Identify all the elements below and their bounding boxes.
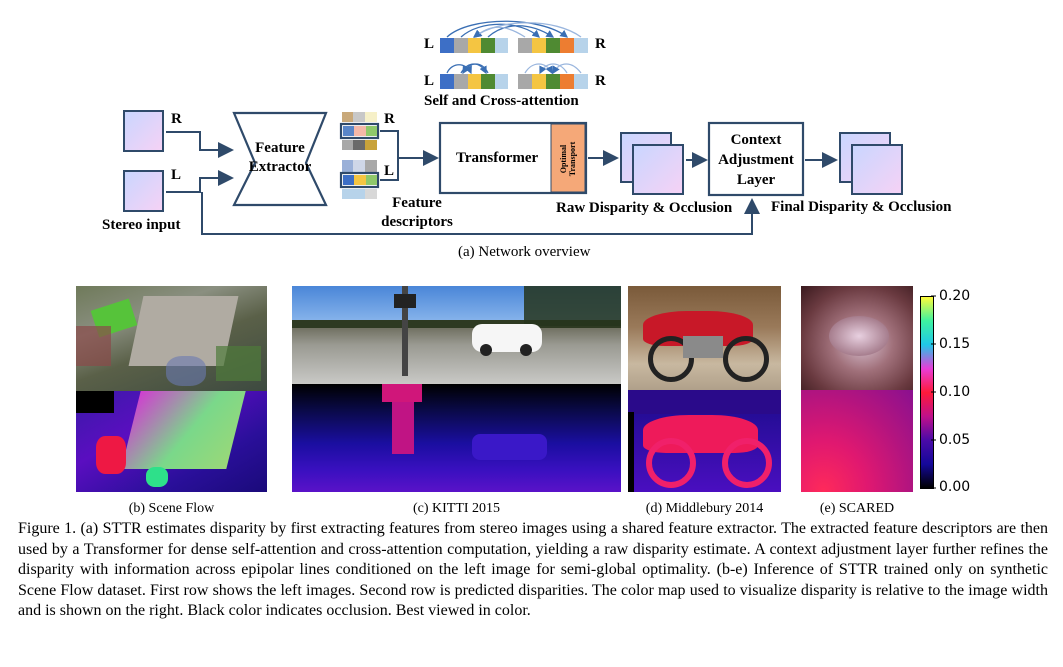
colorbar-tick-label: 0.00 [939, 479, 971, 495]
optimal-transport-label: Optimal Transport [559, 141, 577, 177]
scared-left-image [801, 286, 913, 390]
descriptor-R [339, 112, 380, 150]
stereo-input-label: Stereo input [102, 217, 181, 233]
context-layer-block [707, 121, 805, 197]
colorbar-tick-label: 0.05 [939, 432, 971, 448]
middlebury-disparity [628, 390, 781, 492]
network-overview: L R L R Self and Cross-attention R L Ste… [0, 0, 1063, 270]
panel-caption-b: (b) Scene Flow [128, 501, 215, 516]
attention-title: Self and Cross-attention [424, 93, 579, 109]
panel-caption-c: (c) KITTI 2015 [412, 501, 501, 516]
row1-right-letter: R [595, 36, 606, 52]
sceneflow-left-image [76, 286, 267, 391]
overview-caption: (a) Network overview [458, 244, 591, 260]
transformer-label: Transformer [456, 150, 539, 166]
final-output-label: Final Disparity & Occlusion [771, 199, 952, 215]
feature-extractor-shape [232, 111, 328, 207]
descriptor-L [339, 160, 380, 199]
attention-row-1 [440, 20, 588, 53]
row1-left-letter: L [424, 36, 435, 52]
figure-caption: Figure 1. (a) STTR estimates disparity b… [18, 520, 1048, 619]
row2-left-letter: L [424, 73, 435, 89]
colorbar-ticks [931, 295, 936, 489]
network-diagram [123, 20, 903, 235]
colorbar-tick-label: 0.10 [939, 384, 971, 400]
kitti-left-image [292, 286, 621, 384]
sceneflow-disparity [76, 391, 267, 492]
attention-row-2 [440, 63, 588, 89]
input-L-label: L [171, 167, 182, 183]
descriptor-R-label: R [384, 111, 395, 127]
colorbar-tick-label: 0.20 [939, 288, 971, 304]
scared-disparity [801, 390, 913, 492]
input-R-label: R [171, 111, 182, 127]
row2-right-letter: R [595, 73, 606, 89]
colorbar-tick-label: 0.15 [939, 336, 971, 352]
feature-descriptors-label: Feature descriptors [381, 195, 453, 230]
panel-caption-e: (e) SCARED [819, 501, 895, 516]
raw-output-label: Raw Disparity & Occlusion [556, 200, 733, 216]
panel-caption-d: (d) Middlebury 2014 [645, 501, 764, 516]
input-image-R [123, 110, 164, 152]
feature-extractor-label: Feature Extractor [248, 140, 312, 175]
context-layer-label: Context Adjustment Layer [718, 132, 794, 188]
optimal-transport-block [550, 123, 586, 193]
input-image-L [123, 170, 164, 212]
kitti-disparity [292, 384, 621, 492]
descriptor-L-label: L [384, 163, 395, 179]
middlebury-left-image [628, 286, 781, 390]
